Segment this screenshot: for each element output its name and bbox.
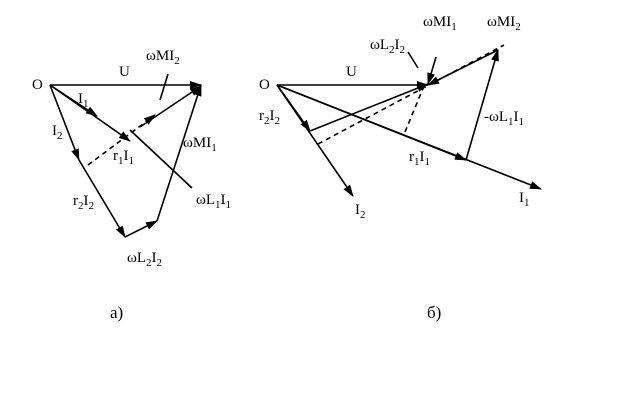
b-leader-wL2I2 [407, 51, 419, 69]
b-vector-r2I2 [276, 84, 311, 132]
a-caption: а) [110, 303, 123, 322]
b-label-wMI1: ωMI1 [423, 14, 457, 33]
b-label-wL2I2: ωL2I2 [370, 37, 405, 56]
a-vector-wMI1 [156, 84, 202, 222]
a-vector-r2I2 [78, 159, 126, 238]
b-label-r2I2: r2I2 [259, 108, 280, 127]
b-vector-wMI1 [427, 56, 437, 85]
a-label-wMI2: ωMI2 [146, 48, 180, 67]
a-label-wL1I1: ωL1I1 [196, 192, 231, 211]
b-vector-wL1I1 [465, 49, 499, 161]
a-label-wL2I2: ωL2I2 [127, 250, 162, 269]
diagram-a: O U ωMI2 I1 I2 r1I1 ωMI1 ωL1I1 r2I2 ωL2I… [32, 48, 231, 322]
a-vector-wMI2 [139, 85, 202, 128]
b-dashed-projection [317, 44, 505, 145]
a-leader-wL1I1 [129, 129, 193, 189]
b-label-I1: I1 [519, 190, 530, 209]
b-label-wMI2: ωMI2 [487, 14, 521, 33]
a-vector-I2 [49, 84, 80, 161]
a-leader-wMI2 [159, 73, 169, 101]
diagram-b: O U ωL2I2 ωMI1 ωMI2 r2I2 -ωL1I1 r1I1 I1 … [259, 14, 542, 322]
a-vector-wL1I1 [87, 114, 156, 166]
a-vector-r1I1 [49, 84, 131, 142]
b-vector-r1I1 [276, 84, 467, 161]
b-label-I2: I2 [355, 202, 366, 221]
b-label-U: U [346, 64, 357, 80]
a-label-I2: I2 [52, 123, 63, 142]
b-caption: б) [427, 303, 441, 322]
a-vector-wL2I2 [124, 220, 158, 238]
b-label-wL1I1: -ωL1I1 [484, 109, 524, 128]
a-label-U: U [119, 64, 130, 80]
b-label-origin: O [259, 77, 270, 93]
a-label-I1: I1 [78, 91, 89, 110]
b-vector-wL2I2 [309, 83, 429, 132]
a-label-wMI1: ωMI1 [183, 135, 217, 154]
b-label-r1I1: r1I1 [409, 149, 430, 168]
a-label-origin: O [32, 77, 43, 93]
a-label-r2I2: r2I2 [73, 193, 94, 212]
a-label-r1I1: r1I1 [113, 148, 134, 167]
